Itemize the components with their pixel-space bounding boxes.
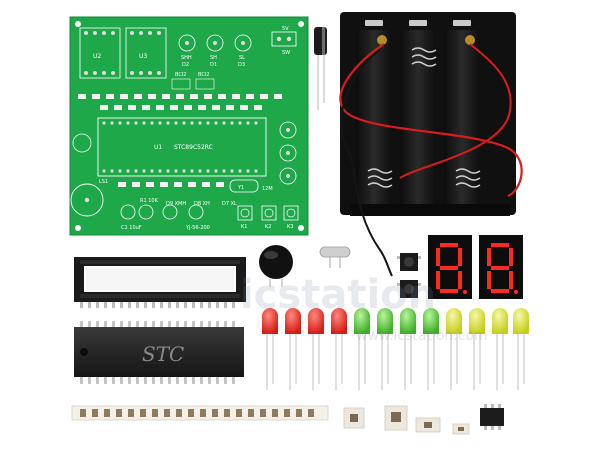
battery-wires	[339, 43, 523, 277]
watermark: icstation www.icstation.com	[240, 272, 488, 344]
u2-footprint	[79, 27, 121, 79]
mcu-pads	[102, 121, 258, 173]
microcontroller-chip: STC	[74, 321, 244, 384]
resistor-row-bottom	[118, 182, 224, 187]
pcb-board: U2 U3 SHH SH SL D2 D1 D3 SW 5V BCI2 BCI2	[69, 16, 309, 236]
shh-label: SHH	[181, 55, 192, 61]
xmh-label: D9 XMH	[166, 201, 186, 207]
d2-label: D2	[182, 62, 189, 68]
d1-label: D1	[210, 62, 217, 68]
crystal-oscillator	[319, 246, 351, 268]
seven-segment-display-left	[428, 235, 472, 299]
u3-footprint	[125, 27, 167, 79]
k3-label: K3	[287, 224, 293, 230]
resistor-row-second	[100, 105, 262, 110]
5v-label: 5V	[282, 26, 289, 32]
buzzer-footprint	[70, 183, 104, 217]
power-connector-footprint	[271, 31, 297, 47]
battery-springs	[367, 47, 481, 188]
watermark-url-text: www.icstation.com	[356, 328, 488, 344]
bc12-right-label: BCI2	[198, 72, 210, 78]
bc12-left-label: BCI2	[175, 72, 187, 78]
buzzer	[259, 245, 293, 287]
u1-label: U1	[154, 144, 162, 151]
xh-label: D8 XH	[194, 201, 210, 207]
led-row	[262, 308, 529, 390]
sh-label: SH	[210, 55, 217, 61]
k2-label: K2	[265, 224, 271, 230]
sw-label: SW	[282, 50, 290, 56]
green-leds	[354, 308, 439, 334]
u2-label: U2	[93, 53, 101, 60]
watermark-main-text: icstation	[240, 272, 436, 318]
red-leds	[262, 308, 347, 334]
k1-label: K1	[241, 224, 247, 230]
tactile-button-top	[397, 253, 421, 271]
resistor-row-top	[78, 94, 282, 99]
side-led-footprints	[279, 121, 297, 185]
electrolytic-capacitor	[314, 27, 327, 110]
y1-label: Y1	[237, 185, 244, 191]
mcu-label: STC89C52RC	[174, 144, 213, 151]
top-led-footprints	[178, 34, 252, 52]
seven-segment-display-right	[479, 235, 523, 299]
battery-holder	[340, 12, 516, 216]
chip-brand-label: STC	[142, 342, 184, 366]
smd-pieces	[343, 404, 504, 435]
model-label: YJ-56-200	[185, 225, 210, 231]
crystal-footprint	[229, 179, 259, 193]
c1-label: C1 10uF	[121, 225, 142, 231]
12m-label: 12M	[262, 186, 273, 192]
u2-u3-pads	[84, 31, 161, 75]
ls1-label: LS1	[99, 179, 108, 185]
tactile-button-bottom	[397, 280, 421, 298]
smd-component-strip	[71, 405, 329, 421]
button-footprints	[237, 205, 299, 221]
sl-label: SL	[239, 55, 245, 61]
r1-label: R1 10K	[140, 198, 159, 204]
xl-label: D7 XL	[222, 201, 237, 207]
d3-label: D3	[238, 62, 245, 68]
yellow-leds	[446, 308, 529, 334]
mcu-footprint	[97, 117, 267, 177]
u3-label: U3	[139, 53, 147, 60]
ic-socket-40pin	[74, 257, 246, 308]
